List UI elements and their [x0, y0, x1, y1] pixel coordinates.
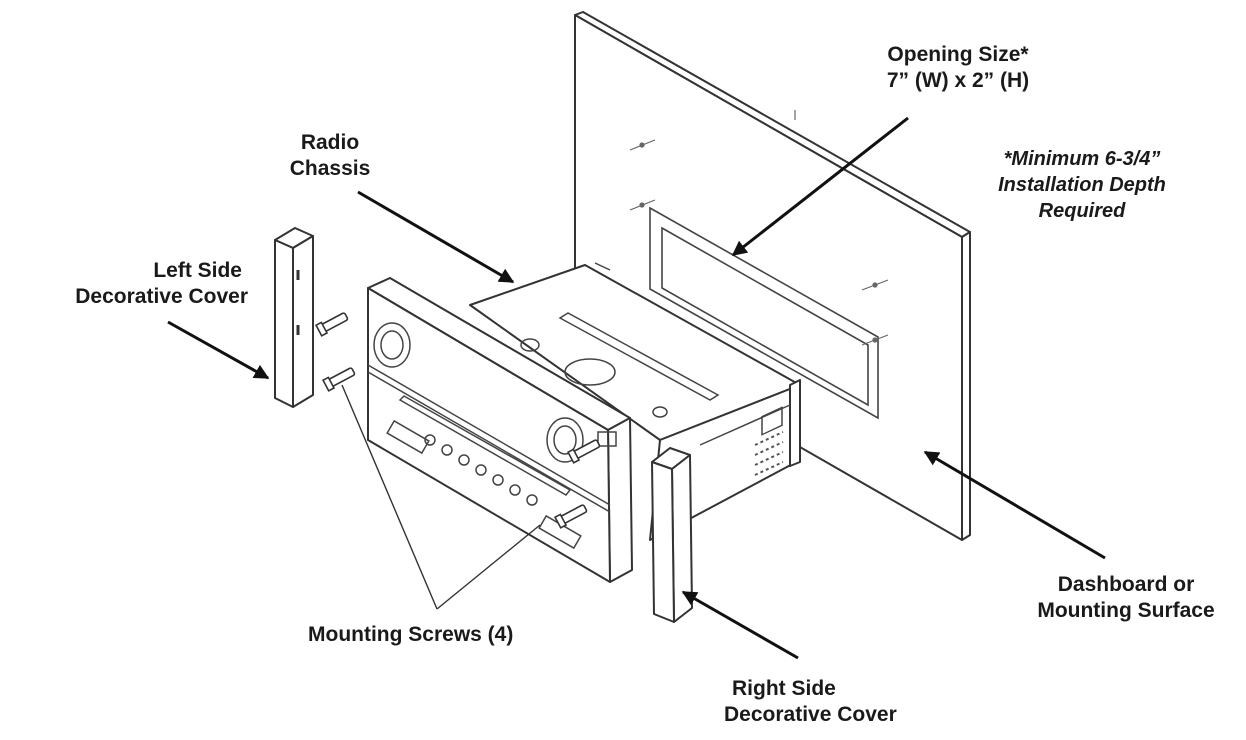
depth-note-line1: *Minimum 6-3/4” — [1003, 148, 1161, 170]
left-cover-line1: Left Side — [153, 259, 242, 282]
screw-leader-lines — [341, 384, 541, 610]
mounting-screws-text: Mounting Screws (4) — [308, 623, 514, 646]
right-decorative-cover — [651, 447, 693, 623]
mounting-screws — [314, 312, 601, 529]
opening-size-line1: Opening Size* — [887, 43, 1029, 66]
arrow-left-cover — [167, 320, 270, 380]
depth-note-line2: Installation Depth — [998, 174, 1166, 196]
dashboard-label: Dashboard or Mounting Surface — [1008, 572, 1244, 624]
left-cover-label: Left Side Decorative Cover — [48, 258, 248, 310]
dashboard-line1: Dashboard or — [1057, 573, 1195, 596]
right-cover-line2: Decorative Cover — [724, 703, 897, 726]
mounting-screws-label: Mounting Screws (4) — [308, 622, 513, 648]
left-cover-line2: Decorative Cover — [75, 285, 248, 308]
arrow-right-cover — [681, 590, 799, 660]
right-cover-line1: Right Side — [732, 677, 836, 700]
faceplate-details — [367, 322, 617, 550]
arrow-chassis — [357, 190, 515, 284]
radio-chassis-line1: Radio — [300, 131, 360, 154]
left-decorative-cover — [274, 227, 314, 408]
arrow-dashboard — [923, 450, 1106, 560]
dashboard-panel — [574, 11, 971, 541]
radio-chassis-label: Radio Chassis — [270, 130, 390, 182]
radio-chassis-line2: Chassis — [289, 157, 371, 180]
pointer-arrows — [167, 116, 1106, 660]
depth-note: *Minimum 6-3/4” Installation Depth Requi… — [972, 146, 1192, 224]
dashboard-line2: Mounting Surface — [1037, 599, 1215, 622]
panel-marks — [629, 110, 889, 346]
chassis-details — [520, 262, 791, 476]
depth-note-line3: Required — [1038, 200, 1126, 222]
opening-size-label: Opening Size* 7” (W) x 2” (H) — [858, 42, 1058, 94]
arrow-opening — [731, 116, 909, 257]
opening-size-line2: 7” (W) x 2” (H) — [886, 69, 1030, 92]
right-cover-label: Right Side Decorative Cover — [724, 676, 897, 728]
panel-opening — [649, 206, 879, 420]
